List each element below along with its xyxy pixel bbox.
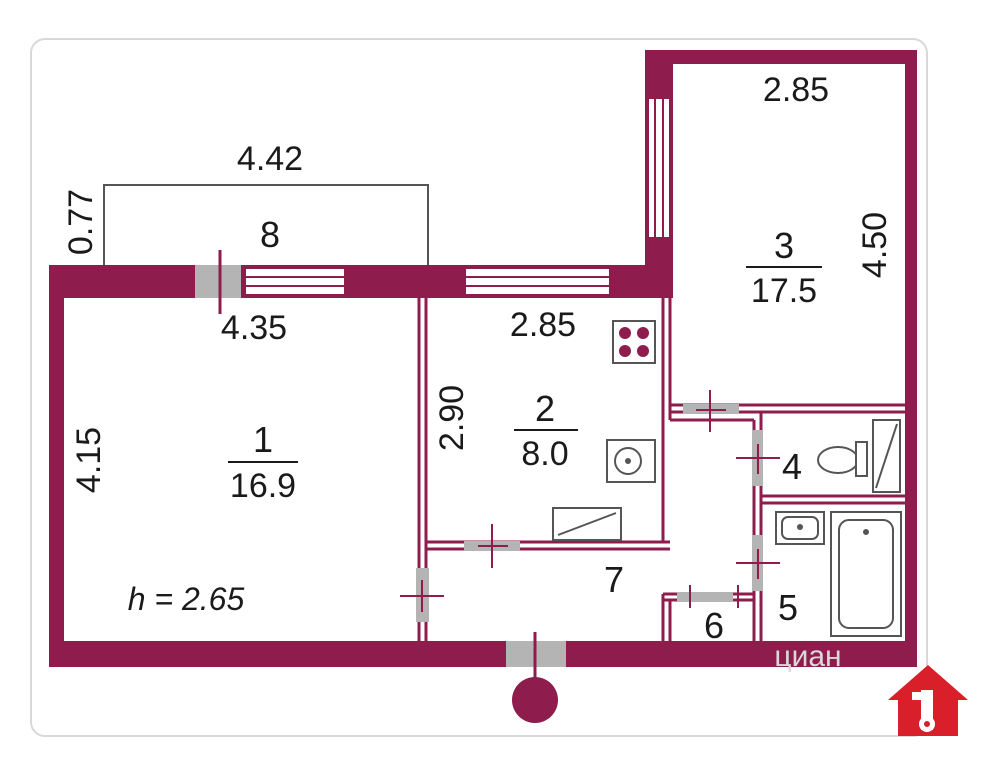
interior-doors [400, 390, 780, 622]
room3-length-label: 4.50 [856, 212, 894, 278]
room3-width-label: 2.85 [763, 71, 829, 109]
room1-width-label: 4.35 [221, 309, 287, 347]
bathtub-icon [830, 511, 902, 637]
stove-icon [612, 320, 656, 364]
balcony-door [195, 265, 241, 298]
kitchen-width-label: 2.85 [510, 306, 576, 344]
kitchen-length-label: 2.90 [433, 385, 471, 451]
countertop-icon [552, 507, 622, 541]
room4-number: 4 [782, 446, 802, 487]
window-kitchen [464, 267, 611, 296]
room5-number: 5 [778, 587, 798, 628]
room8-number: 8 [260, 214, 280, 255]
entrance-marker [512, 677, 558, 723]
watermark-text: циан [774, 640, 841, 673]
room6-number: 6 [704, 605, 724, 646]
room1-number: 1 [253, 419, 273, 460]
storage-panel-icon [872, 419, 901, 493]
exterior-walls [49, 50, 917, 667]
sink-icon [606, 439, 656, 483]
washbasin-icon [775, 511, 825, 545]
room2-number: 2 [535, 388, 555, 429]
room2-area: 8.0 [521, 435, 568, 473]
room7-number: 7 [604, 559, 624, 600]
plan-frame [30, 38, 928, 737]
window-room1 [244, 267, 346, 296]
room1-length-label: 4.15 [70, 427, 108, 493]
balcony-depth-label: 0.77 [62, 189, 100, 255]
room3-area: 17.5 [751, 272, 817, 310]
balcony-outline [103, 184, 429, 265]
toilet-icon [817, 441, 868, 477]
house-key-logo-icon [888, 665, 968, 736]
window-room3 [647, 97, 671, 239]
room1-area: 16.9 [230, 467, 296, 505]
ceiling-height-label: h = 2.65 [128, 581, 245, 617]
room3-number: 3 [774, 225, 794, 266]
balcony-width-label: 4.42 [237, 140, 303, 178]
